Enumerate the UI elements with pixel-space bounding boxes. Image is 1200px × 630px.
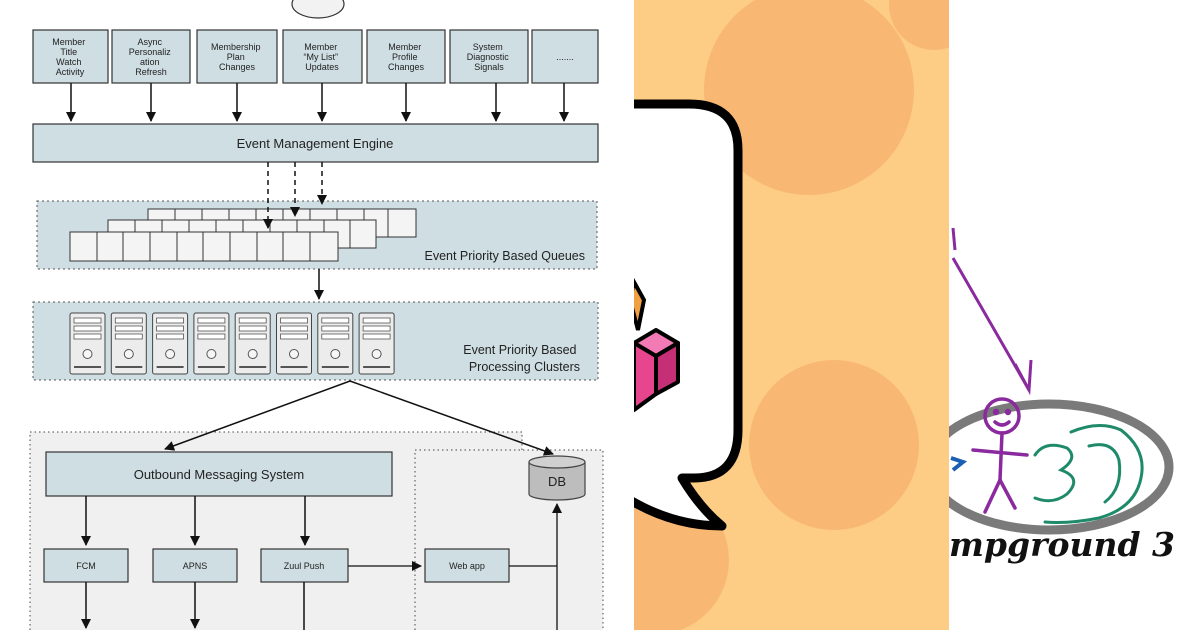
- clusters-label: Event Priority Based Processing Clusters: [463, 343, 580, 374]
- event-source-box: [196, 29, 278, 84]
- source-arrows: [66, 83, 569, 122]
- blue-mark: [950, 456, 968, 472]
- sketch-illustration: mpground 3: [949, 227, 1175, 564]
- outbound-arrows: [81, 496, 310, 546]
- channel-label: Zuul Push: [284, 561, 325, 571]
- server-icon: [152, 312, 189, 375]
- event-management-engine: [32, 123, 599, 163]
- outbound-label: Outbound Messaging System: [134, 467, 305, 482]
- playground-ellipse: [949, 399, 1174, 535]
- stick-figure: [971, 397, 1029, 514]
- servers: [69, 312, 395, 375]
- event-source-label: Async Personaliz ation Refresh: [129, 37, 174, 77]
- web-app-label: Web app: [449, 561, 485, 571]
- comic-illustration: [634, 0, 949, 630]
- architecture-diagram-panel: Member Title Watch Activity Async Person…: [29, 0, 604, 630]
- event-source-box: [282, 29, 363, 84]
- event-sources: Member Title Watch Activity Async Person…: [32, 29, 599, 84]
- event-source-box: [32, 29, 109, 84]
- bg-spot: [889, 0, 949, 50]
- dashed-arrows: [263, 162, 327, 229]
- channel-label: APNS: [183, 561, 208, 571]
- start-node: [291, 0, 345, 19]
- event-source-label: Member Title Watch Activity: [52, 37, 88, 77]
- comic-panel: [634, 0, 949, 630]
- sketch-caption: mpground 3: [949, 525, 1175, 564]
- server-icon: [110, 312, 147, 375]
- queue-stacks: [69, 208, 417, 262]
- event-source-box: [111, 29, 191, 84]
- db-label: DB: [548, 474, 566, 489]
- event-source-label: .......: [556, 52, 574, 62]
- channel-zuul-push: [260, 548, 349, 583]
- server-icon: [193, 312, 230, 375]
- event-source-box: [449, 29, 529, 84]
- queues-label: Event Priority Based Queues: [425, 249, 586, 263]
- bg-spot: [704, 0, 914, 195]
- bottom-arrows: [81, 582, 305, 630]
- server-icon: [69, 312, 106, 375]
- cluster-to-db-arrow: [349, 380, 554, 456]
- event-source-label: System Diagnostic Signals: [467, 42, 512, 72]
- architecture-diagram: Member Title Watch Activity Async Person…: [29, 0, 604, 630]
- channel-apns: [152, 548, 238, 583]
- pointer-arrow: [951, 227, 1033, 396]
- server-icon: [358, 312, 395, 375]
- event-source-label: Membership Plan Changes: [211, 42, 263, 72]
- server-icon: [234, 312, 271, 375]
- event-source-label: Member “My List” Updates: [303, 42, 340, 72]
- green-scribble: [1033, 424, 1144, 524]
- server-icon: [276, 312, 312, 375]
- db-cylinder: DB: [528, 455, 586, 501]
- engine-label: Event Management Engine: [237, 136, 394, 151]
- channel-label: FCM: [76, 561, 96, 571]
- event-source-box: [366, 29, 446, 84]
- bg-spot: [749, 360, 919, 530]
- pink-cube: [634, 277, 680, 412]
- web-app-box: [424, 548, 510, 583]
- event-source-box: [531, 29, 599, 84]
- event-source-label: Member Profile Changes: [388, 42, 425, 72]
- sketch-panel: mpground 3: [949, 0, 1200, 630]
- speech-bubble: [634, 99, 743, 531]
- server-icon: [317, 312, 354, 375]
- cluster-to-outbound-arrow: [164, 380, 351, 451]
- outbound-messaging-system: [45, 451, 393, 497]
